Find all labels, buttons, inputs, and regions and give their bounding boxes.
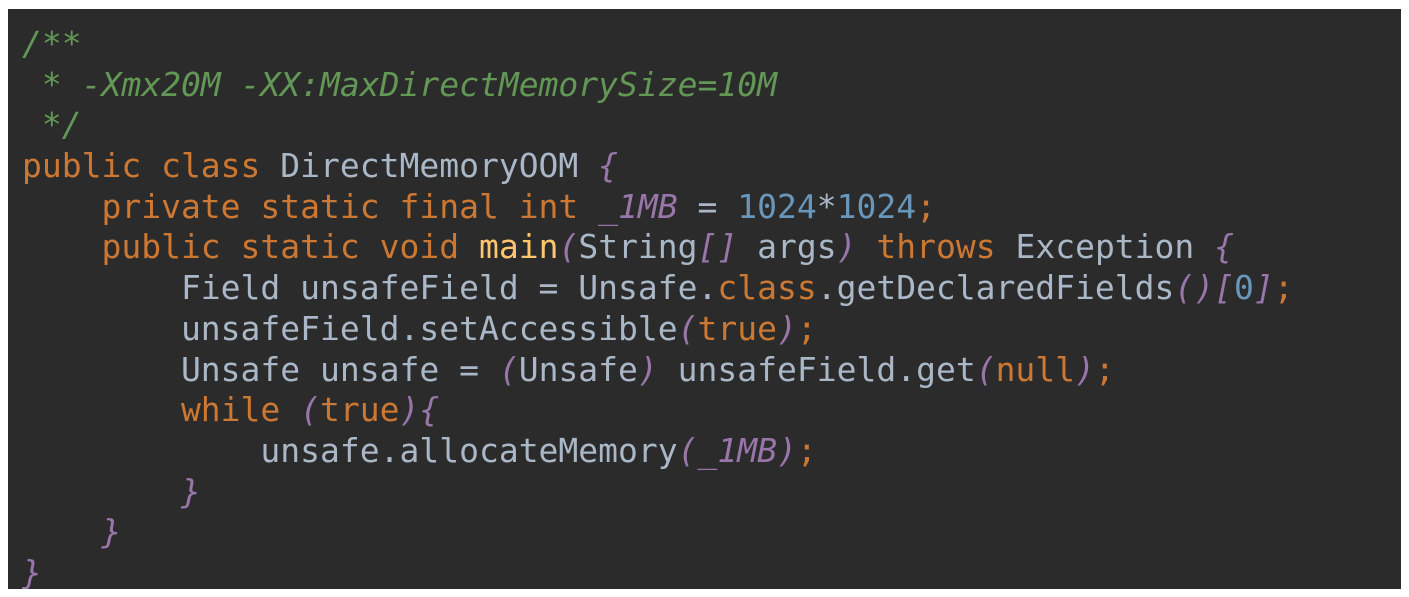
code-block: /** * -Xmx20M -XX:MaxDirectMemorySize=10… [8, 24, 1401, 589]
code-token: Unsafe unsafe = [22, 349, 499, 389]
code-token: unsafe.allocateMemory [22, 430, 678, 470]
code-token: ; [916, 186, 936, 226]
code-token: ( [558, 227, 579, 267]
code-line: public static void main(String[] args) t… [8, 227, 1401, 268]
code-token: [] [697, 227, 738, 267]
code-token: class [717, 268, 817, 308]
code-line: */ [8, 105, 1401, 146]
code-line: while (true){ [8, 390, 1401, 431]
code-token: ( [975, 349, 996, 389]
code-token: main [478, 227, 559, 267]
code-token: ( [677, 430, 698, 470]
code-token: /** [22, 24, 82, 63]
code-line: unsafe.allocateMemory(_1MB); [8, 431, 1401, 472]
code-token: unsafeField.get [677, 349, 976, 389]
code-token: true [320, 390, 400, 430]
code-line: } [8, 472, 1401, 513]
code-token: ()[ [1174, 268, 1234, 308]
code-token: ){ [399, 390, 440, 430]
code-token: args [737, 227, 837, 267]
code-token: null [995, 349, 1076, 389]
code-token: throws [876, 227, 1016, 267]
code-token: Field unsafeField = Unsafe. [22, 268, 718, 308]
code-token: } [22, 471, 201, 511]
code-token: _1MB [598, 186, 678, 226]
code-token: { [1214, 227, 1235, 267]
code-token: * -Xmx20M -XX:MaxDirectMemorySize=10M [22, 64, 777, 104]
code-line: * -Xmx20M -XX:MaxDirectMemorySize=10M [8, 65, 1401, 106]
code-token: Exception [1015, 227, 1215, 267]
code-token: .getDeclaredFields [816, 268, 1175, 308]
code-token: private static final int [22, 186, 599, 226]
code-token: while [22, 390, 301, 430]
code-token: ) [1075, 349, 1095, 389]
code-token: public class [22, 146, 281, 186]
code-token: unsafeField.setAccessible [22, 308, 678, 348]
code-token: ; [796, 308, 817, 348]
code-token: * [816, 186, 837, 226]
code-token: ) [777, 430, 797, 470]
code-token: */ [22, 105, 82, 145]
code-line: } [8, 512, 1401, 553]
code-token: { [598, 146, 619, 186]
code-token: Unsafe [518, 349, 638, 389]
code-line: public class DirectMemoryOOM { [8, 146, 1401, 187]
code-token: ( [300, 390, 321, 430]
code-token: ; [796, 430, 817, 470]
code-token: ; [1273, 268, 1294, 308]
code-line: private static final int _1MB = 1024*102… [8, 187, 1401, 228]
code-token: 1024 [737, 186, 817, 226]
code-token: } [22, 552, 42, 589]
code-token: DirectMemoryOOM [280, 146, 599, 186]
code-token: public static void [22, 227, 479, 267]
code-editor[interactable]: /** * -Xmx20M -XX:MaxDirectMemorySize=10… [8, 9, 1401, 589]
code-token: true [697, 308, 777, 348]
code-line: } [8, 553, 1401, 589]
code-token: _1MB [697, 430, 777, 470]
code-token: 0 [1233, 268, 1254, 308]
code-line: unsafeField.setAccessible(true); [8, 309, 1401, 350]
code-token: 1024 [836, 186, 917, 226]
code-token: String [578, 227, 698, 267]
code-token: = [677, 186, 738, 226]
code-token: ] [1253, 268, 1274, 308]
code-line: Unsafe unsafe = (Unsafe) unsafeField.get… [8, 350, 1401, 391]
code-token: ( [498, 349, 519, 389]
code-token: ( [677, 308, 698, 348]
code-token: ) [637, 349, 678, 389]
code-token: ) [836, 227, 877, 267]
code-token: ; [1094, 349, 1115, 389]
code-line: /** [8, 24, 1401, 65]
code-token: } [22, 512, 122, 552]
code-line: Field unsafeField = Unsafe.class.getDecl… [8, 268, 1401, 309]
code-token: ) [777, 308, 797, 348]
